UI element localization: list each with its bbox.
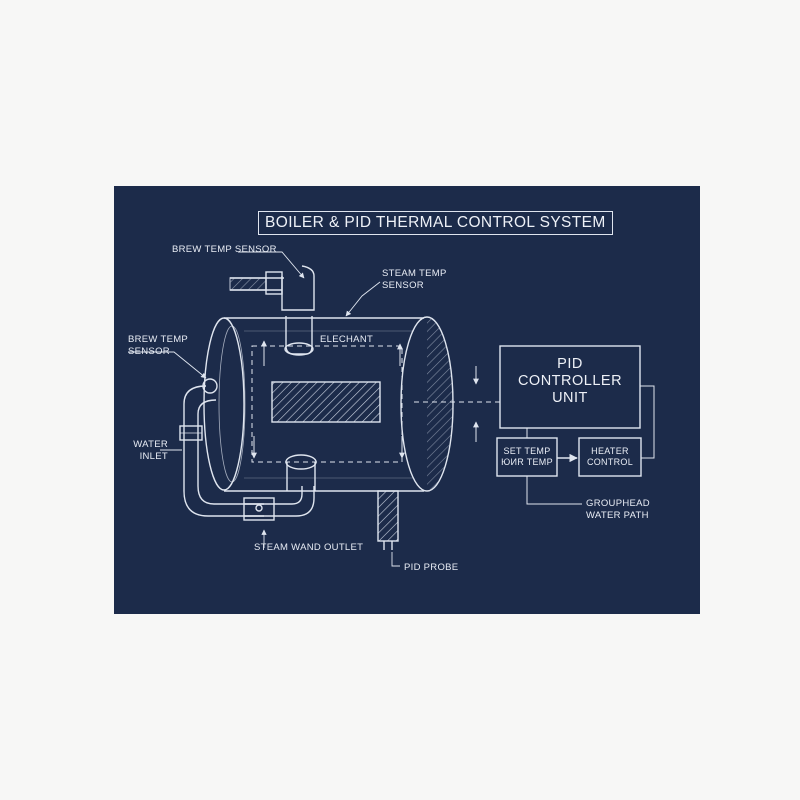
heater-control-box bbox=[578, 437, 642, 477]
label-steam-temp-line2: SENSOR bbox=[382, 280, 424, 291]
set-temp-line2: ЮИR TEMP bbox=[501, 457, 553, 467]
diagram-title: BOILER & PID THERMAL CONTROL SYSTEM bbox=[258, 211, 613, 235]
pid-controller-box bbox=[499, 345, 641, 429]
diagram-drawing bbox=[128, 251, 655, 567]
label-brew-temp-line2: SENSOR bbox=[128, 346, 170, 357]
label-steam-wand-outlet: STEAM WAND OUTLET bbox=[254, 542, 364, 553]
bottom-outlet-fitting bbox=[285, 454, 317, 491]
label-grouphead-line1: GROUPHEAD bbox=[586, 498, 650, 509]
pid-controller-line1: PID bbox=[557, 356, 583, 372]
blueprint-panel: BOILER & PID THERMAL CONTROL SYSTEM BREW… bbox=[114, 186, 700, 614]
label-steam-temp-line1: STEAM TEMP bbox=[382, 268, 447, 279]
label-brew-temp-sensor-left: BREW TEMP SENSOR bbox=[128, 334, 188, 358]
pid-probe bbox=[377, 490, 399, 550]
top-sensor-fitting bbox=[229, 265, 315, 356]
heater-control-label: HEATER CONTROL bbox=[579, 446, 641, 468]
label-pid-probe: PID PROBE bbox=[404, 562, 459, 573]
label-element: ELECHANT bbox=[320, 334, 374, 345]
label-brew-temp-line1: BREW TEMP bbox=[128, 334, 189, 345]
label-steam-temp-sensor: STEAM TEMP SENSOR bbox=[382, 268, 447, 292]
steam-wand-pipe bbox=[243, 486, 315, 521]
label-water-inlet-line1: WATER bbox=[133, 439, 168, 450]
boiler-tank bbox=[203, 316, 454, 492]
water-inlet-pipe bbox=[179, 378, 264, 517]
pid-controller-line2: CONTROLLER bbox=[517, 373, 623, 389]
heating-element bbox=[271, 381, 381, 423]
label-grouphead-water-path: GROUPHEAD WATER PATH bbox=[586, 498, 650, 522]
heater-control-line2: CONTROL bbox=[586, 457, 634, 467]
pid-controller-label: PID CONTROLLER UNIT bbox=[500, 356, 640, 407]
label-brew-temp-sensor-top: BREW TEMP SENSOR bbox=[172, 244, 277, 255]
internal-flow-path bbox=[251, 345, 500, 463]
set-temp-line1: SET TEMP bbox=[503, 446, 551, 456]
label-water-inlet: WATER INLET bbox=[128, 439, 168, 463]
set-temp-label: SET TEMP ЮИR TEMP bbox=[497, 446, 557, 468]
pid-controller-line3: UNIT bbox=[552, 390, 588, 406]
label-water-inlet-line2: INLET bbox=[139, 451, 168, 462]
label-grouphead-line2: WATER PATH bbox=[586, 510, 649, 521]
heater-control-line1: HEATER bbox=[591, 446, 629, 456]
